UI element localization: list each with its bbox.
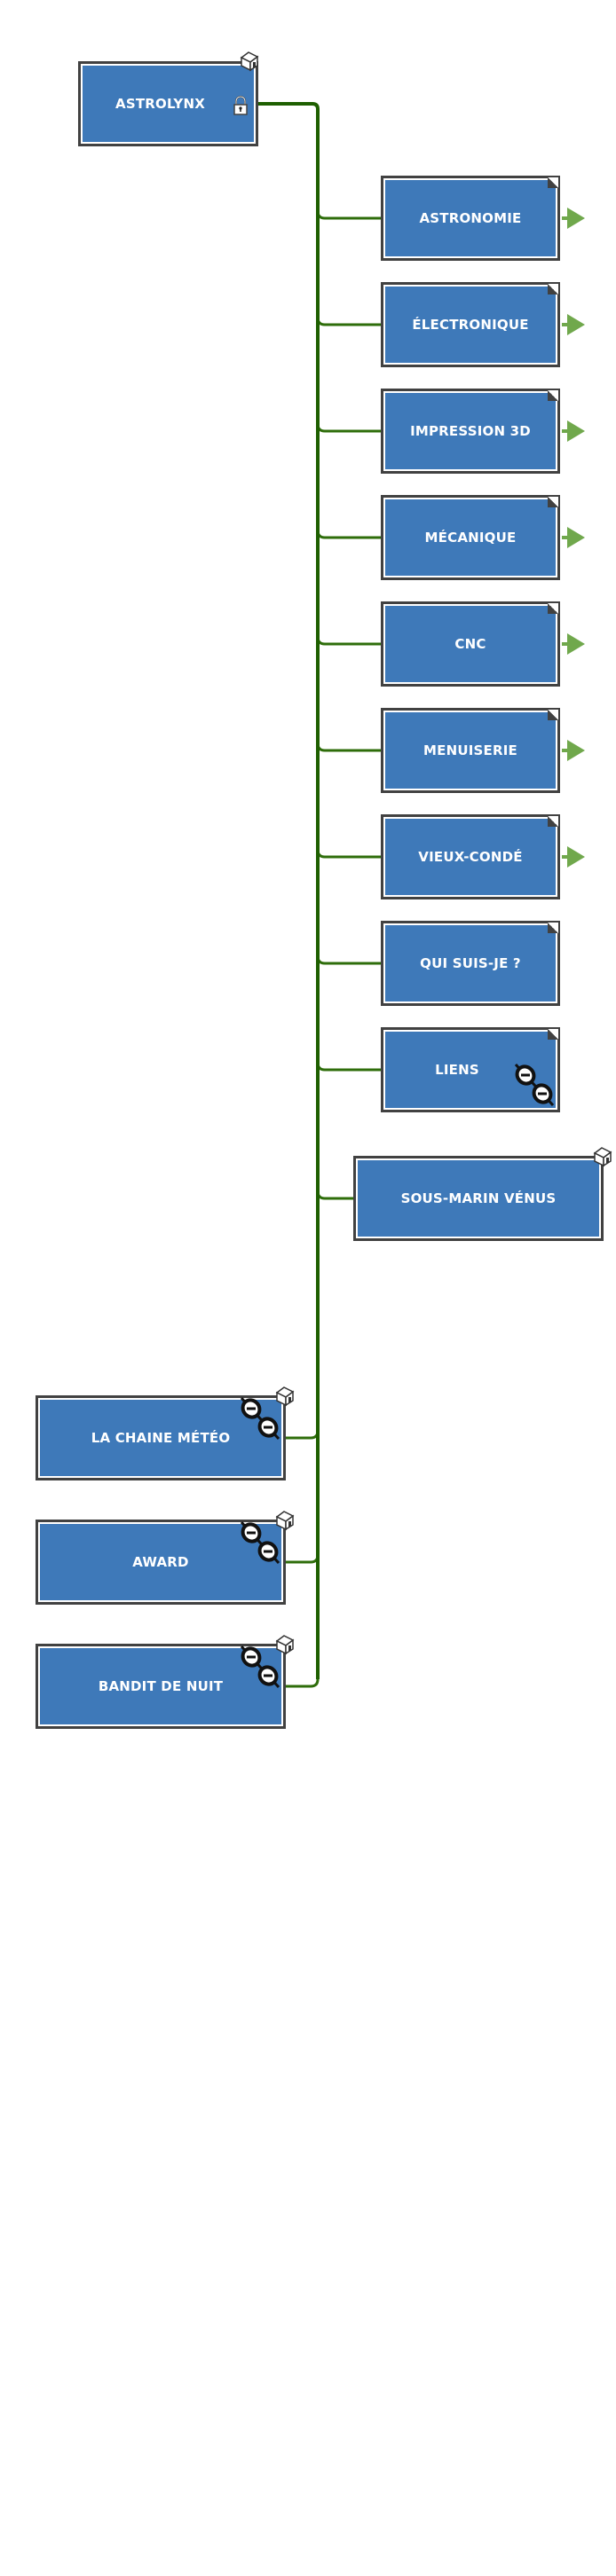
link-icon[interactable] — [239, 1644, 281, 1690]
folded-corner-icon — [548, 710, 558, 720]
branch-connector — [316, 849, 381, 859]
house-icon — [275, 1633, 295, 1656]
lock-icon — [233, 96, 249, 115]
branch-connector — [316, 423, 381, 433]
node-label: ASTROLYNX — [115, 96, 205, 112]
link-icon[interactable] — [239, 1520, 281, 1566]
node-qui-suis-je[interactable]: QUI SUIS-JE ? — [381, 921, 560, 1006]
node-menuiserie[interactable]: MENUISERIE — [381, 708, 560, 793]
node-label: MÉCANIQUE — [424, 530, 517, 546]
expand-arrow-icon[interactable] — [561, 420, 588, 442]
expand-arrow-icon[interactable] — [561, 846, 588, 868]
house-icon — [275, 1509, 295, 1532]
expand-arrow-icon[interactable] — [561, 527, 588, 548]
house-icon — [275, 1385, 295, 1408]
node-label: CNC — [454, 636, 486, 652]
node-bandit-de-nuit[interactable]: BANDIT DE NUIT — [36, 1644, 286, 1729]
node-label: ASTRONOMIE — [419, 210, 522, 226]
node-label: IMPRESSION 3D — [410, 423, 531, 439]
node-label: MENUISERIE — [423, 742, 517, 758]
branch-connector — [316, 1062, 381, 1072]
branch-connector — [316, 317, 381, 326]
node-sous-marin-venus[interactable]: SOUS-MARIN VÉNUS — [353, 1156, 604, 1241]
node-label: LIENS — [435, 1062, 479, 1078]
house-icon — [240, 50, 259, 73]
node-electronique[interactable]: ÉLECTRONIQUE — [381, 282, 560, 367]
root-connector — [258, 102, 320, 110]
node-cnc[interactable]: CNC — [381, 601, 560, 687]
node-award[interactable]: AWARD — [36, 1520, 286, 1605]
folded-corner-icon — [548, 284, 558, 295]
branch-connector — [316, 210, 381, 220]
node-label: LA CHAINE MÉTÉO — [91, 1430, 231, 1446]
folded-corner-icon — [548, 177, 558, 188]
folded-corner-icon — [548, 1029, 558, 1040]
node-label: AWARD — [132, 1554, 189, 1570]
node-label: ÉLECTRONIQUE — [412, 317, 529, 333]
folded-corner-icon — [548, 497, 558, 507]
link-icon[interactable] — [239, 1395, 281, 1441]
folded-corner-icon — [548, 816, 558, 827]
branch-connector — [286, 1678, 320, 1688]
branch-connector — [316, 955, 381, 965]
branch-connector — [316, 636, 381, 646]
expand-arrow-icon[interactable] — [561, 633, 588, 655]
link-icon[interactable] — [513, 1062, 556, 1108]
branch-connector — [286, 1430, 320, 1440]
node-astronomie[interactable]: ASTRONOMIE — [381, 176, 560, 261]
node-label: BANDIT DE NUIT — [98, 1678, 224, 1694]
node-vieux-conde[interactable]: VIEUX-CONDÉ — [381, 814, 560, 899]
folded-corner-icon — [548, 603, 558, 614]
node-la-chaine-meteo[interactable]: LA CHAINE MÉTÉO — [36, 1395, 286, 1480]
branch-connector — [316, 530, 381, 539]
folded-corner-icon — [548, 923, 558, 933]
house-icon — [593, 1145, 612, 1168]
branch-connector — [316, 742, 381, 752]
root-node-astrolynx[interactable]: ASTROLYNX — [78, 61, 258, 146]
node-label: QUI SUIS-JE ? — [420, 955, 521, 971]
node-impression-3d[interactable]: IMPRESSION 3D — [381, 389, 560, 474]
node-label: VIEUX-CONDÉ — [418, 849, 523, 865]
node-label: SOUS-MARIN VÉNUS — [400, 1190, 557, 1206]
expand-arrow-icon[interactable] — [561, 314, 588, 335]
expand-arrow-icon[interactable] — [561, 740, 588, 761]
branch-connector — [286, 1554, 320, 1564]
node-liens[interactable]: LIENS — [381, 1027, 560, 1112]
node-mecanique[interactable]: MÉCANIQUE — [381, 495, 560, 580]
folded-corner-icon — [548, 390, 558, 401]
expand-arrow-icon[interactable] — [561, 208, 588, 229]
branch-connector — [316, 1190, 353, 1200]
